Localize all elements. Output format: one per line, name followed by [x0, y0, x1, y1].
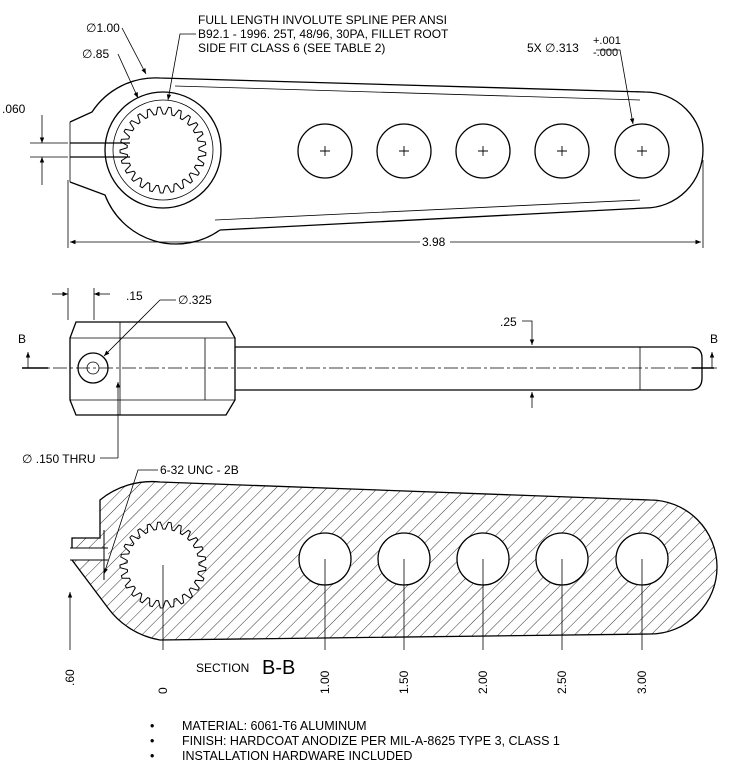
dim-pin-diameter: .325	[188, 293, 212, 307]
general-notes: •MATERIAL: 6061-T6 ALUMINUM •FINISH: HAR…	[150, 719, 560, 764]
section-view	[68, 469, 718, 641]
spline-note-line-1: FULL LENGTH INVOLUTE SPLINE PER ANSI	[198, 13, 447, 27]
arm-outline	[69, 77, 704, 245]
top-view-text: ∅1.00 ∅.85 FULL LENGTH INVOLUTE SPLINE P…	[2, 13, 621, 249]
hole-tol-minus: -.000	[593, 47, 618, 59]
section-id: B-B	[262, 657, 295, 679]
dim-thickness: .25	[500, 315, 517, 329]
dim-offset: .15	[126, 289, 143, 303]
mounting-hole-2	[376, 123, 432, 179]
svg-text:∅.85: ∅.85	[82, 47, 109, 61]
thru-hole-callout: .150 THRU	[36, 452, 96, 466]
ordinate-dimensions: .60 0 1.00 1.50 2.00 2.50 3.00	[63, 559, 649, 694]
ordinate-label: .60	[63, 669, 77, 686]
hole-row-top	[297, 123, 670, 179]
spline-note-line-3: SIDE FIT CLASS 6 (SEE TABLE 2)	[198, 41, 385, 55]
mounting-hole-5	[614, 123, 670, 179]
top-view-dimensions	[30, 27, 704, 248]
hole-center-mark	[637, 146, 647, 156]
mounting-hole-1	[297, 123, 353, 179]
section-mark-right: B	[710, 332, 718, 346]
section-mark-left: B	[18, 332, 26, 346]
hole-center-mark	[320, 146, 330, 156]
side-hub-outline	[69, 321, 236, 416]
svg-text:∅1.00: ∅1.00	[86, 21, 120, 35]
mounting-hole-4	[534, 123, 590, 179]
svg-text:∅ .150 THRU: ∅ .150 THRU	[22, 452, 96, 466]
ordinate-label: 1.50	[397, 670, 411, 694]
note-hardware: •INSTALLATION HARDWARE INCLUDED	[150, 749, 413, 763]
spline-note-line-2: B92.1 - 1996. 25T, 48/96, 30PA, FILLET R…	[198, 27, 449, 41]
thread-callout: 6-32 UNC - 2B	[160, 463, 239, 477]
dim-inner-diameter: .85	[92, 47, 109, 61]
ordinate-label: 1.00	[318, 670, 332, 694]
hole-center-mark	[557, 146, 567, 156]
hole-center-mark	[399, 146, 409, 156]
hub-outer-circle	[104, 91, 222, 209]
side-arm-outline	[235, 346, 703, 391]
section-view-text: 6-32 UNC - 2B SECTION B-B	[160, 463, 295, 679]
section-label: SECTION	[196, 661, 249, 675]
dim-slot-gap: .060	[2, 102, 26, 116]
dim-overall-length: 3.98	[422, 235, 446, 249]
ordinate-label: 3.00	[635, 670, 649, 694]
spline-profile	[119, 106, 207, 194]
svg-text:∅.325: ∅.325	[178, 293, 212, 307]
hole-tol-plus: +.001	[593, 35, 621, 47]
hole-callout: 5X ∅.313	[527, 41, 579, 55]
mounting-hole-3	[455, 123, 511, 179]
side-view	[30, 321, 720, 416]
note-material: •MATERIAL: 6061-T6 ALUMINUM	[150, 719, 367, 733]
top-view	[69, 77, 704, 245]
dim-outer-diameter: 1.00	[96, 21, 120, 35]
side-view-text: .15 ∅.325 .25 B B ∅ .150 THRU	[18, 289, 718, 466]
ordinate-label: 0	[156, 687, 170, 694]
clamp-slot	[70, 142, 130, 158]
hole-center-mark	[478, 146, 488, 156]
note-finish: •FINISH: HARDCOAT ANODIZE PER MIL-A-8625…	[150, 734, 560, 748]
side-view-dimensions	[22, 288, 715, 459]
ordinate-label: 2.50	[555, 670, 569, 694]
ordinate-label: 2.00	[476, 670, 490, 694]
